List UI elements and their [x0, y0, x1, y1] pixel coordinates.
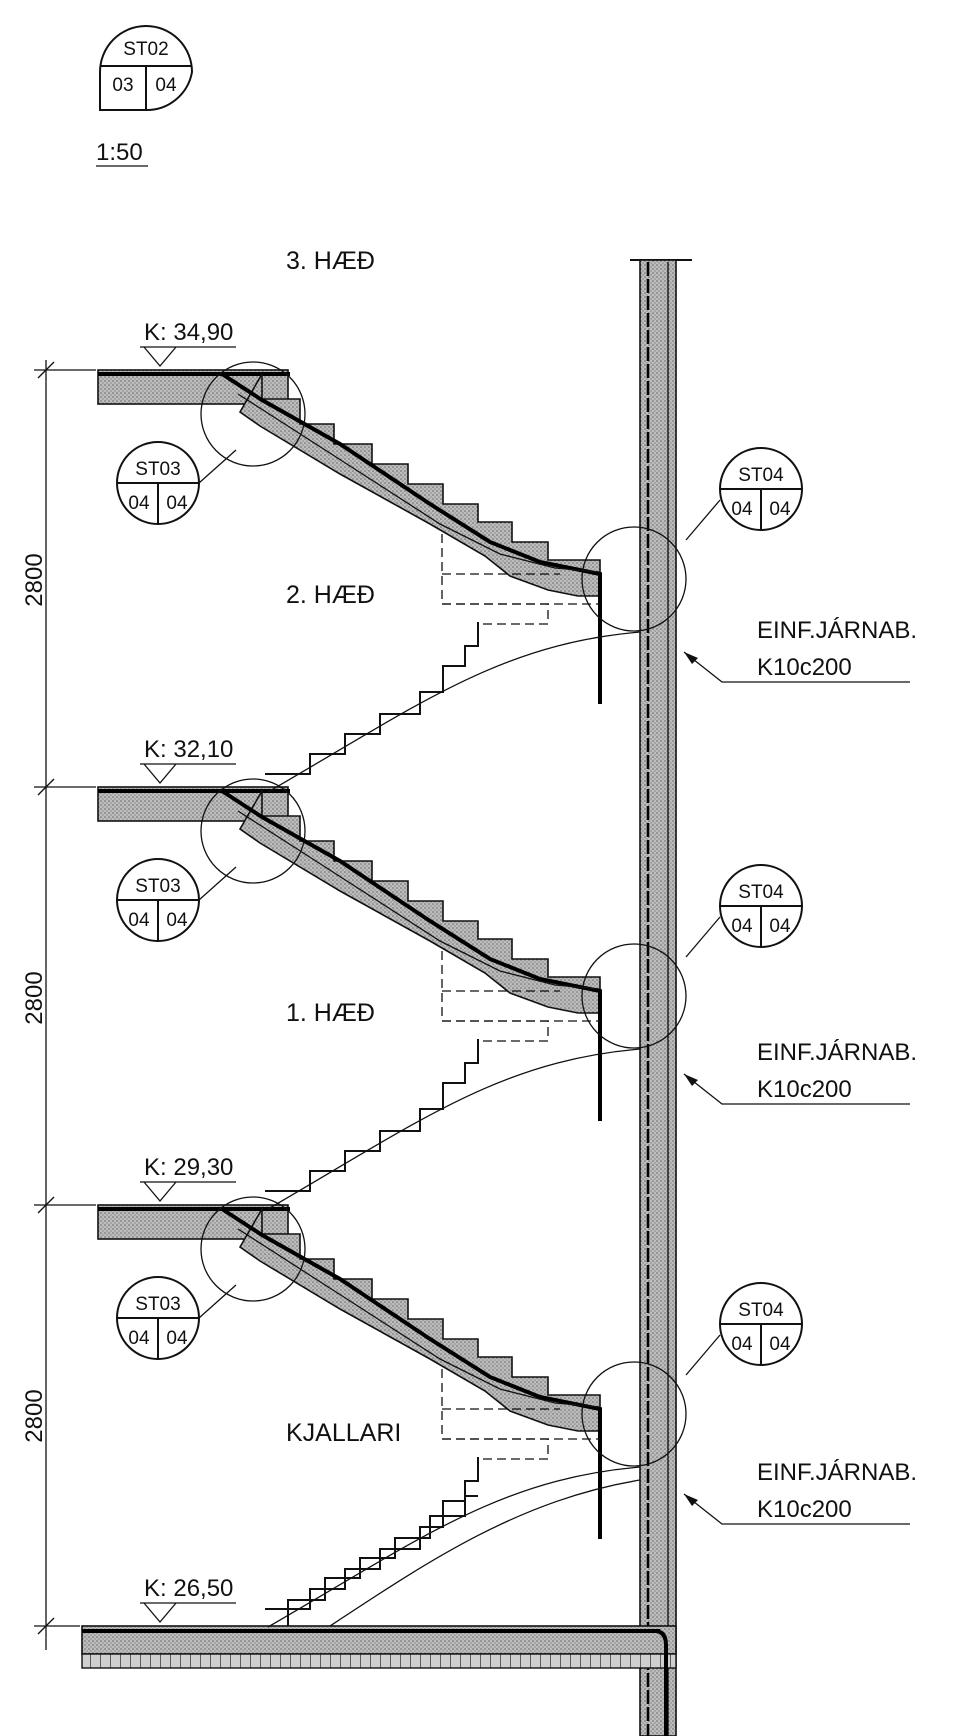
st03-3-sheet: ST03 — [135, 1294, 180, 1315]
level-marker-1 — [140, 346, 236, 368]
st04-3-right: 04 — [769, 1334, 791, 1355]
rebar-note-3-line2: K10c200 — [757, 1496, 852, 1523]
st03-1-left: 04 — [128, 493, 150, 514]
rebar-leader-3 — [683, 1493, 910, 1525]
detail-callout-st04-3 — [685, 1282, 803, 1376]
dimension-1: 2800 — [21, 553, 48, 606]
st03-3-right: 04 — [166, 1328, 188, 1349]
detail-callout-st04-2 — [685, 864, 803, 958]
rebar-leader-2 — [683, 1073, 910, 1105]
st04-2-left: 04 — [731, 916, 753, 937]
level-marker-2 — [140, 763, 236, 785]
rebar-leader-1 — [683, 651, 910, 683]
level-label-1: K: 34,90 — [144, 319, 233, 346]
floor-label-second: 2. HÆÐ — [286, 581, 375, 609]
level-label-4: K: 26,50 — [144, 1575, 233, 1602]
stair-flight-upper — [199, 360, 688, 794]
shaft-wall — [630, 259, 692, 1736]
title-mark-sheet: ST02 — [123, 39, 168, 60]
st03-2-right: 04 — [166, 910, 188, 931]
rebar-note-3-line1: EINF.JÁRNAB. — [757, 1459, 917, 1486]
detail-callout-st04-1 — [685, 447, 803, 541]
stair-flight-lower — [199, 1195, 688, 1629]
scale-label: 1:50 — [96, 139, 143, 166]
floor-label-first: 1. HÆÐ — [286, 999, 375, 1027]
rebar-note-2-line1: EINF.JÁRNAB. — [757, 1039, 917, 1066]
st04-3-sheet: ST04 — [738, 1300, 784, 1321]
stair-flight-ground — [287, 1479, 641, 1627]
floor-label-basement: KJALLARI — [286, 1419, 401, 1447]
level-label-2: K: 32,10 — [144, 736, 233, 763]
title-mark-left: 03 — [112, 75, 133, 96]
rebar-note-1-line1: EINF.JÁRNAB. — [757, 617, 917, 644]
title-mark-right: 04 — [155, 75, 177, 96]
rebar-note-1-line2: K10c200 — [757, 654, 852, 681]
st04-3-left: 04 — [731, 1334, 753, 1355]
detail-callout-st03-3 — [116, 1276, 237, 1360]
st04-1-right: 04 — [769, 499, 791, 520]
dimension-3: 2800 — [21, 1389, 48, 1442]
dimension-2: 2800 — [21, 971, 48, 1024]
level-marker-4 — [140, 1602, 236, 1624]
level-marker-3 — [140, 1181, 236, 1203]
st04-1-sheet: ST04 — [738, 465, 784, 486]
level-label-3: K: 29,30 — [144, 1154, 233, 1181]
st03-2-left: 04 — [128, 910, 150, 931]
rebar-note-2-line2: K10c200 — [757, 1076, 852, 1103]
detail-callout-st03-2 — [116, 858, 237, 942]
dimension-line — [34, 360, 96, 1650]
st04-2-sheet: ST04 — [738, 882, 784, 903]
ground-slab — [81, 1625, 677, 1736]
st04-1-left: 04 — [731, 499, 753, 520]
st03-3-left: 04 — [128, 1328, 150, 1349]
stair-flight-middle — [199, 777, 688, 1211]
st03-1-right: 04 — [166, 493, 188, 514]
st04-2-right: 04 — [769, 916, 791, 937]
detail-callout-st03-1 — [116, 441, 237, 525]
title-mark — [99, 25, 194, 112]
st03-1-sheet: ST03 — [135, 459, 180, 480]
floor-label-top: 3. HÆÐ — [286, 247, 375, 275]
st03-2-sheet: ST03 — [135, 876, 180, 897]
